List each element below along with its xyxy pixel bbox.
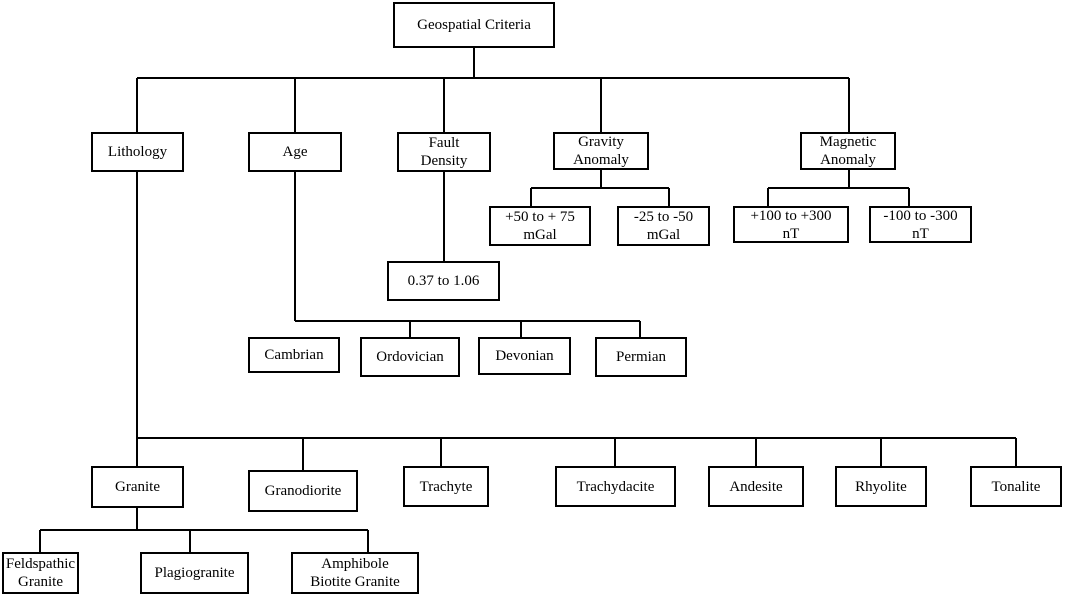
node-granodiorite: Granodiorite: [248, 470, 358, 512]
node-plagiogranite: Plagiogranite: [140, 552, 249, 594]
node-feldspathic-granite: Feldspathic Granite: [2, 552, 79, 594]
node-gravity-anomaly: Gravity Anomaly: [553, 132, 649, 170]
node-age: Age: [248, 132, 342, 172]
node-granite: Granite: [91, 466, 184, 508]
node-devonian: Devonian: [478, 337, 571, 375]
node-magnetic-anomaly: Magnetic Anomaly: [800, 132, 896, 170]
node-lithology: Lithology: [91, 132, 184, 172]
node-fault-density: Fault Density: [397, 132, 491, 172]
node-andesite: Andesite: [708, 466, 804, 507]
node-ordovician: Ordovician: [360, 337, 460, 377]
node-fault-range: 0.37 to 1.06: [387, 261, 500, 301]
node-geospatial-criteria: Geospatial Criteria: [393, 2, 555, 48]
node-tonalite: Tonalite: [970, 466, 1062, 507]
node-magnetic-low: -100 to -300 nT: [869, 206, 972, 243]
node-cambrian: Cambrian: [248, 337, 340, 373]
node-permian: Permian: [595, 337, 687, 377]
node-magnetic-high: +100 to +300 nT: [733, 206, 849, 243]
node-gravity-low: -25 to -50 mGal: [617, 206, 710, 246]
node-gravity-high: +50 to + 75 mGal: [489, 206, 591, 246]
node-rhyolite: Rhyolite: [835, 466, 927, 507]
node-trachydacite: Trachydacite: [555, 466, 676, 507]
node-trachyte: Trachyte: [403, 466, 489, 507]
node-amphibole-biotite-granite: Amphibole Biotite Granite: [291, 552, 419, 594]
